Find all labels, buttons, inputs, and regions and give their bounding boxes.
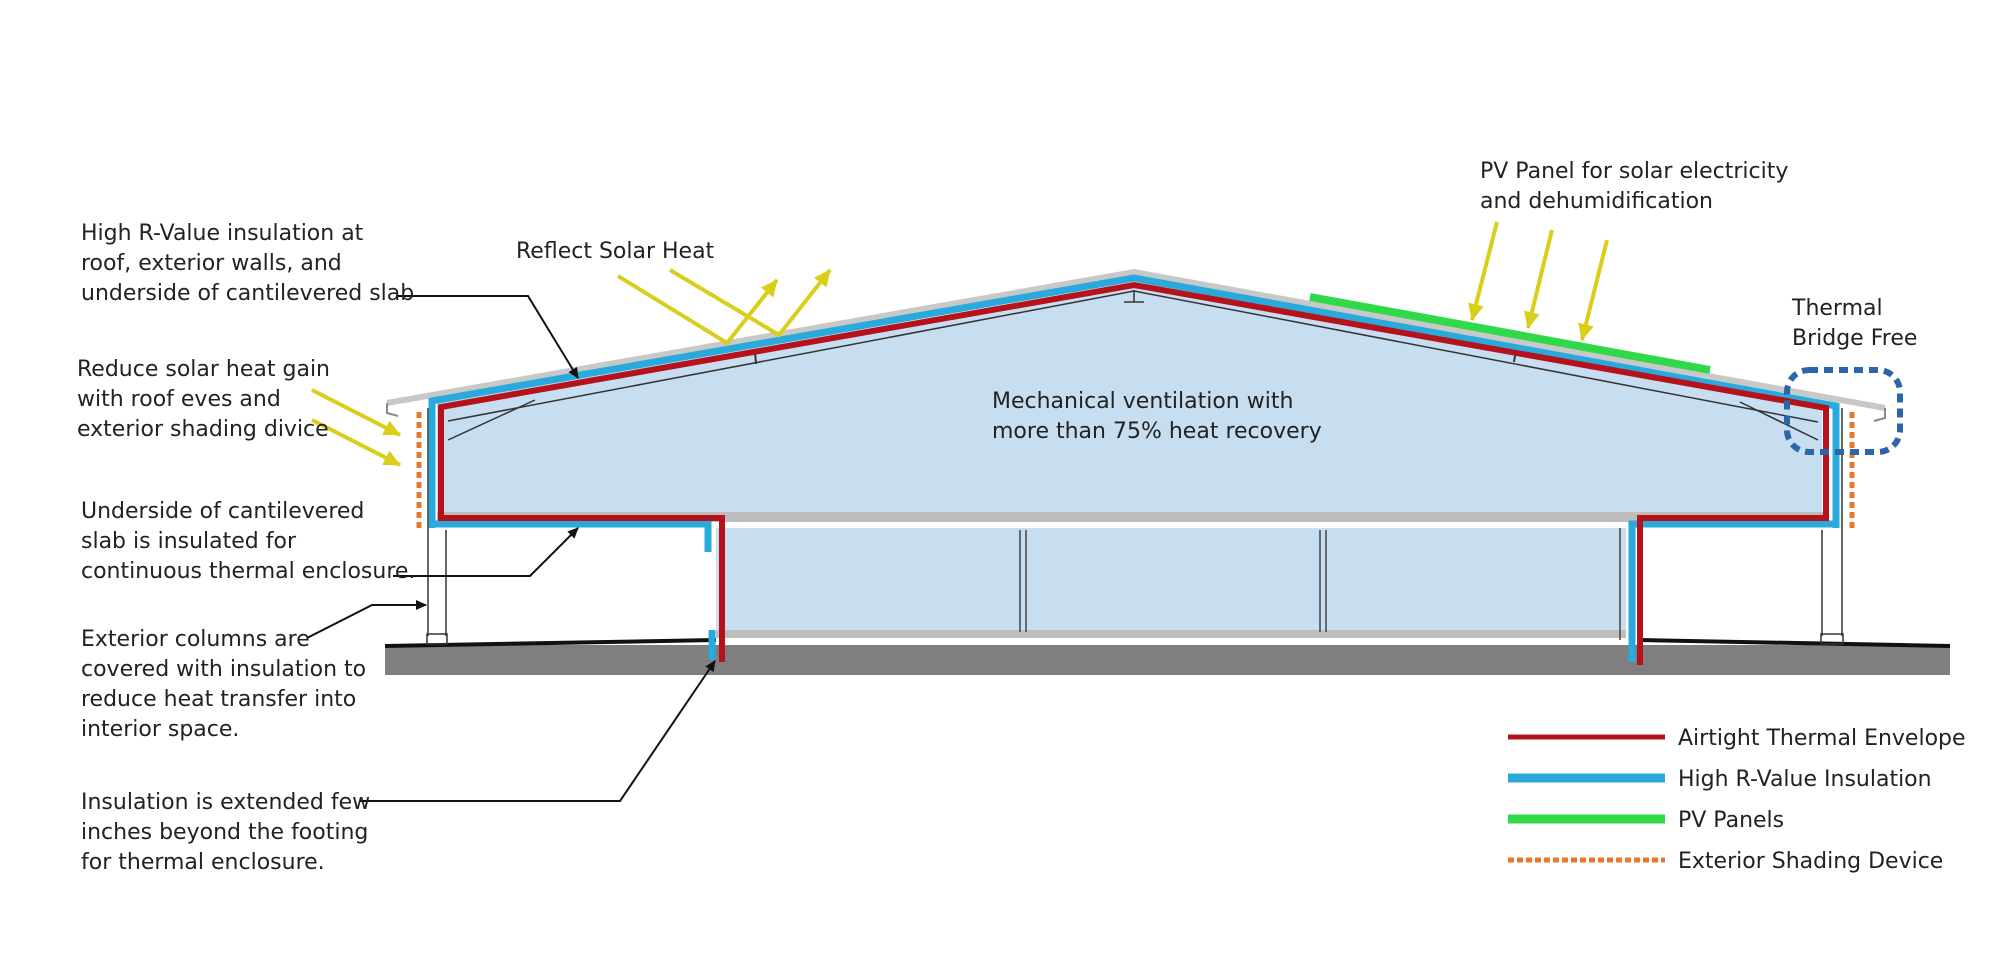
pv-solar-arrow-2 <box>1524 229 1554 329</box>
column-base-right <box>1820 633 1844 645</box>
interior-space-lower <box>716 528 1626 634</box>
insulation-cantilever-right <box>1628 520 1836 662</box>
leader-exterior-columns <box>306 600 427 639</box>
legend-label-insulation: High R-Value Insulation <box>1678 767 1932 792</box>
roof-fascia-right <box>1873 408 1886 422</box>
label-thermal-bridge: Thermal Bridge Free <box>1791 296 1917 351</box>
shade-solar-arrow-2 <box>311 418 401 467</box>
roof-cladding <box>386 268 1886 411</box>
column-base-left <box>426 633 448 645</box>
pv-panel <box>1309 293 1711 374</box>
legend-label-airtight: Airtight Thermal Envelope <box>1678 726 1966 751</box>
pv-solar-arrow-1 <box>1468 221 1499 321</box>
label-cantilever-slab: Underside of cantilevered slab is insula… <box>81 499 415 584</box>
label-reduce-solar: Reduce solar heat gain with roof eves an… <box>77 357 337 442</box>
label-pv-panel: PV Panel for solar electricity and dehum… <box>1480 159 1795 214</box>
roof-fascia-left <box>386 403 399 417</box>
reflect-arrow-1 <box>616 274 779 346</box>
airtight-envelope <box>438 281 1829 665</box>
leader-roof-insulation <box>398 295 579 379</box>
truss-left <box>447 399 536 441</box>
reflect-arrow-2 <box>668 268 832 338</box>
insulation-layer <box>428 274 1840 528</box>
grade-line-left <box>384 638 717 648</box>
ground-floor-slab <box>716 630 1626 638</box>
label-exterior-columns: Exterior columns are covered with insula… <box>81 627 373 742</box>
insulation-cantilever-left <box>432 520 712 552</box>
legend: Airtight Thermal Envelope High R-Value I… <box>1508 726 1966 874</box>
truss-right <box>1739 401 1819 441</box>
legend-label-pv: PV Panels <box>1678 808 1784 833</box>
interior-space-upper <box>437 284 1822 516</box>
label-roof-insulation: High R-Value insulation at roof, exterio… <box>81 221 414 306</box>
legend-label-shading: Exterior Shading Device <box>1678 849 1943 874</box>
thermal-bridge-circle <box>1784 367 1903 455</box>
label-reflect-solar: Reflect Solar Heat <box>516 239 715 264</box>
shade-solar-arrow-1 <box>311 388 401 437</box>
ground <box>385 645 1950 675</box>
leader-footing <box>360 660 716 802</box>
floor-slab <box>437 512 1827 522</box>
leader-cantilever-slab <box>393 527 579 577</box>
pv-solar-arrow-3 <box>1578 239 1609 341</box>
grade-line-right <box>1639 638 1951 648</box>
label-footing: Insulation is extended few inches beyond… <box>81 790 377 875</box>
label-ventilation: Mechanical ventilation with more than 75… <box>992 389 1322 444</box>
